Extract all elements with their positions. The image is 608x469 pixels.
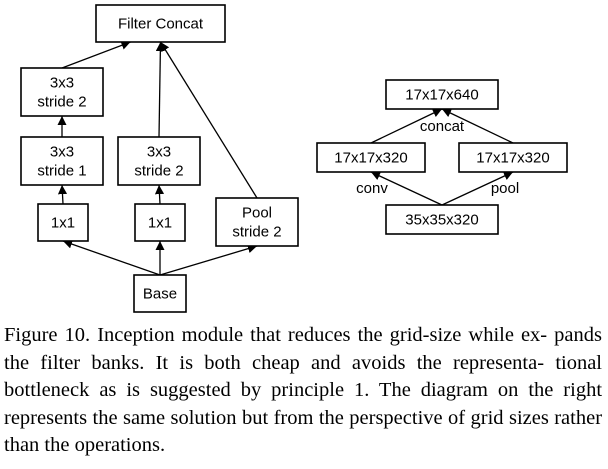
node-label: stride 1 [37, 163, 86, 180]
node-filter-concat: Filter Concat [95, 4, 226, 43]
edge-pool-branch-to-out [441, 108, 514, 144]
node-conv1x1-a: 1x1 [37, 203, 89, 242]
caption-line-1: Figure 10. Inception module that reduces… [4, 324, 548, 346]
node-box [316, 142, 426, 173]
node-conv3x3-s1: 3x3 stride 1 [20, 136, 104, 186]
caption-line-5: grid sizes rather than the operations. [4, 406, 603, 457]
edge-pool-s2-to-filter-concat [159, 41, 258, 199]
node-conv1x1-b: 1x1 [134, 203, 186, 242]
node-label: 17x17x640 [405, 87, 478, 104]
node-label: stride 2 [37, 94, 86, 111]
node-box [458, 142, 568, 173]
edge-conv-branch-to-out [370, 108, 443, 144]
node-label: stride 2 [232, 224, 281, 241]
node-box [385, 204, 499, 235]
edge-input-to-pool-branch [441, 171, 514, 206]
figure-caption: Figure 10. Inception module that reduces… [4, 322, 602, 460]
node-label: Filter Concat [118, 16, 204, 33]
node-label: Pool [242, 205, 272, 222]
node-conv3x3-s2-top: 3x3 stride 2 [20, 67, 104, 117]
node-conv-branch: 17x17x320 [316, 142, 426, 173]
edge-base-to-conv1x1-a [62, 239, 161, 276]
node-label: 3x3 [147, 144, 171, 161]
pool-label: pool [491, 180, 519, 197]
edge-conv1x1-a-to-conv3x3-s1 [57, 184, 68, 205]
node-input: 35x35x320 [385, 204, 499, 235]
node-box [37, 203, 89, 242]
node-pool-s2: Pool stride 2 [215, 197, 299, 247]
caption-line-2: pands the filter banks. It is both cheap… [4, 324, 602, 374]
node-out: 17x17x640 [385, 79, 499, 110]
node-label: 1x1 [148, 215, 172, 232]
node-box [20, 67, 104, 117]
edge-base-to-pool-s2 [159, 244, 258, 276]
node-box [117, 136, 201, 186]
node-box [385, 79, 499, 110]
node-box [20, 136, 104, 186]
node-label: Base [143, 286, 177, 303]
caption-line-4: the right represents the same solution b… [4, 379, 603, 429]
node-base: Base [133, 274, 187, 313]
node-label: 17x17x320 [334, 150, 407, 167]
nodes-layer: Filter Concat 3x3 stride 2 3x3 stride 1 3x3 st… [20, 4, 568, 313]
edge-input-to-conv-branch [370, 171, 443, 206]
node-label: 17x17x320 [476, 150, 549, 167]
edge-labels-layer: concat conv pool [356, 118, 519, 197]
node-label: 3x3 [50, 144, 74, 161]
caption-line-3: tional bottleneck as is suggested by pri… [4, 351, 602, 402]
node-conv3x3-s2-mid: 3x3 stride 2 [117, 136, 201, 186]
diagram-canvas: Filter Concat 3x3 stride 2 3x3 stride 1 3x3 st… [20, 4, 568, 313]
node-box [215, 197, 299, 247]
node-pool-branch: 17x17x320 [458, 142, 568, 173]
conv-label: conv [356, 180, 388, 197]
node-box [95, 4, 226, 43]
edge-conv1x1-b-to-conv3x3-s2-mid [154, 184, 165, 205]
concat-label: concat [420, 118, 465, 135]
edges-layer [57, 40, 514, 276]
node-label: 1x1 [51, 215, 75, 232]
edge-conv3x3-s2-top-to-filter-concat [61, 40, 131, 69]
node-box [133, 274, 187, 313]
node-label: stride 2 [134, 163, 183, 180]
node-label: 35x35x320 [405, 212, 478, 229]
edge-conv3x3-s2-mid-to-filter-concat [155, 41, 165, 138]
node-box [134, 203, 186, 242]
node-label: 3x3 [50, 75, 74, 92]
